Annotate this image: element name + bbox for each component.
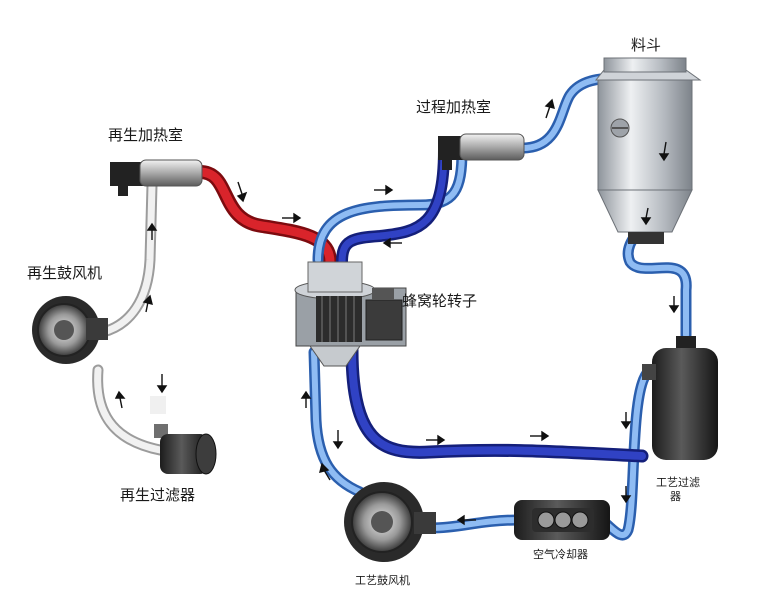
arrow-icon bbox=[426, 434, 446, 446]
regen-filter-label: 再生过滤器 bbox=[120, 486, 196, 504]
return-air-pipes bbox=[336, 144, 649, 463]
arrow-icon bbox=[668, 296, 680, 314]
arrow-icon bbox=[332, 430, 344, 450]
regen-blower-label: 再生鼓风机 bbox=[27, 264, 103, 282]
arrow-icon bbox=[530, 430, 550, 442]
air-cooler bbox=[514, 500, 610, 540]
process-heater-label: 过程加热室 bbox=[416, 98, 492, 116]
process-filter-label-line1: 工艺过滤 bbox=[656, 476, 700, 489]
arrow-icon bbox=[374, 184, 394, 196]
arrow-icon bbox=[319, 462, 331, 481]
arrow-icon bbox=[382, 237, 402, 249]
flow-arrows bbox=[114, 98, 680, 526]
arrow-icon bbox=[236, 181, 248, 203]
arrow-icon bbox=[640, 207, 652, 226]
arrow-icon bbox=[114, 390, 126, 409]
pipe-regen-blower-to-heater bbox=[97, 179, 158, 338]
process-heater bbox=[438, 133, 525, 170]
regen-heater bbox=[110, 159, 203, 196]
process-blower-label: 工艺鼓风机 bbox=[355, 574, 410, 587]
rotor-label: 蜂窝轮转子 bbox=[402, 292, 478, 310]
arrow-icon bbox=[658, 141, 670, 162]
arrow-icon bbox=[300, 390, 312, 408]
hopper-label: 料斗 bbox=[631, 36, 662, 54]
arrow-icon bbox=[544, 98, 555, 119]
process-blower bbox=[344, 482, 436, 562]
arrow-icon bbox=[142, 294, 153, 313]
process-filter-label-line2: 器 bbox=[670, 490, 681, 503]
arrow-icon bbox=[620, 486, 632, 504]
honeycomb-rotor bbox=[294, 261, 407, 367]
arrow-icon bbox=[282, 212, 302, 224]
arrow-icon bbox=[456, 514, 476, 526]
arrow-icon bbox=[146, 222, 158, 240]
regen-air-pipes bbox=[92, 179, 166, 456]
air-cooler-label: 空气冷却器 bbox=[533, 548, 588, 561]
hopper bbox=[594, 57, 702, 244]
arrow-icon bbox=[620, 412, 632, 430]
regen-heater-label: 再生加热室 bbox=[108, 126, 184, 144]
regen-filter bbox=[150, 396, 217, 475]
arrow-icon bbox=[156, 374, 168, 394]
pipe-rotor-to-filter-return bbox=[345, 343, 649, 463]
process-filter bbox=[642, 336, 718, 460]
regen-blower bbox=[32, 296, 108, 364]
